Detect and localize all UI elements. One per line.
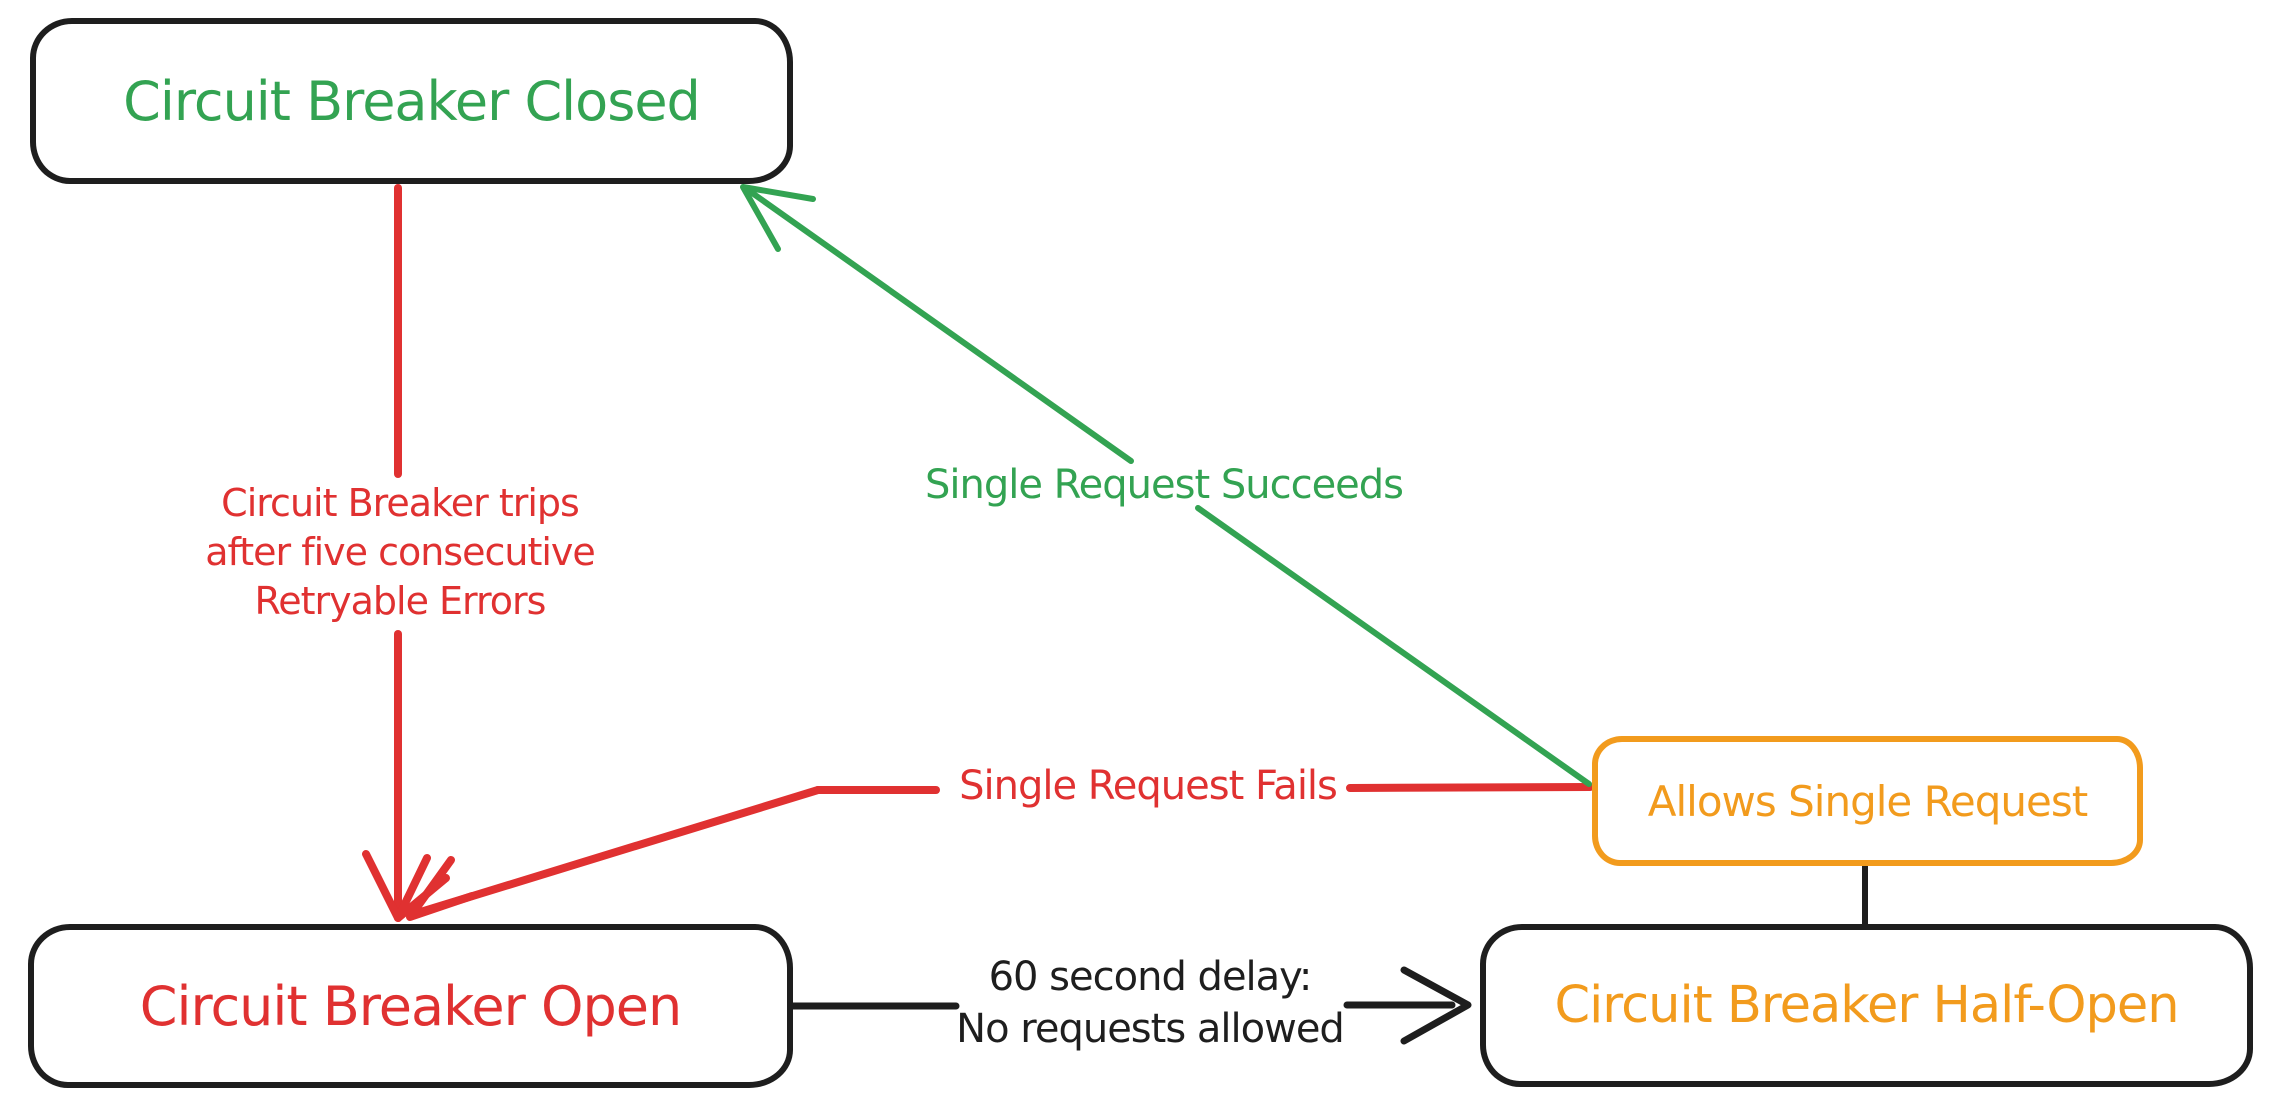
success-arrow-shaft-lower <box>1195 505 1592 787</box>
success-arrow <box>740 184 1592 787</box>
state-allows-single-request-label: Allows Single Request <box>1647 776 2088 826</box>
fail-arrowhead <box>406 856 476 921</box>
fail-arrow <box>406 783 1594 921</box>
delay-arrow <box>789 966 1472 1045</box>
delay-edge-label: 60 second delay: No requests allowed <box>928 951 1372 1055</box>
state-half-open-box: Circuit Breaker Half-Open <box>1480 924 2253 1087</box>
state-closed-label: Circuit Breaker Closed <box>123 69 701 133</box>
success-arrowhead <box>740 184 816 252</box>
delay-arrowhead <box>1400 966 1472 1045</box>
success-arrow-shaft-upper <box>745 187 1134 464</box>
fail-arrow-right-segment <box>1346 783 1594 792</box>
trip-edge-label-line2: after five consecutive <box>205 530 596 574</box>
delay-edge-label-line2: No requests allowed <box>956 1006 1345 1052</box>
success-edge-label: Single Request Succeeds <box>924 462 1404 508</box>
trip-edge-label-line1: Circuit Breaker trips <box>221 481 580 525</box>
fail-arrow-diagonal <box>410 786 822 918</box>
state-open-box: Circuit Breaker Open <box>28 924 793 1088</box>
state-half-open-label: Circuit Breaker Half-Open <box>1554 976 2179 1035</box>
state-closed-box: Circuit Breaker Closed <box>30 18 793 184</box>
fail-edge-label: Single Request Fails <box>959 763 1338 809</box>
trip-edge-label: Circuit Breaker trips after five consecu… <box>155 479 645 626</box>
trip-edge-label-line3: Retryable Errors <box>254 579 547 623</box>
state-open-label: Circuit Breaker Open <box>139 974 683 1038</box>
state-allows-single-request-box: Allows Single Request <box>1592 736 2143 866</box>
delay-edge-label-line1: 60 second delay: <box>988 954 1313 1000</box>
